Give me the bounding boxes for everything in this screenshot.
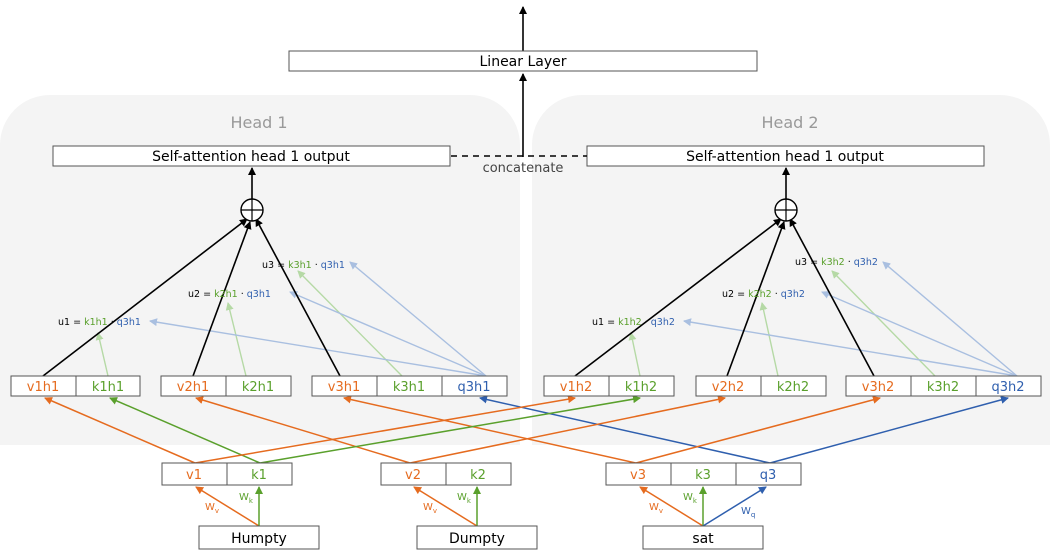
token-2-vectors: v2 k2 (380, 462, 512, 486)
h2-v3-sum-line (789, 218, 875, 377)
proj-v1-h1 (44, 397, 196, 464)
dumpty-wv-arrow (413, 486, 478, 527)
token-3-k-label: k3 (695, 468, 711, 483)
linear-layer-box (288, 50, 758, 72)
h2-score-u2: u2 = k2h2 · q3h2 (722, 289, 805, 300)
h1-q-u1-line (149, 318, 487, 377)
h1-k2-score-line (225, 302, 247, 377)
h2-v1-label: v1h2 (560, 380, 592, 395)
humpty-wk-label: Wk (239, 492, 254, 505)
linear-layer-label: Linear Layer (480, 54, 567, 70)
sat-wq-arrow (702, 486, 767, 527)
h2-v1-sum-line (574, 218, 782, 377)
token-1-k-label: k1 (251, 468, 267, 483)
h1-k3-label: k3h1 (393, 380, 425, 395)
proj-v3-h1 (343, 395, 637, 464)
h2-score-u3: u3 = k3h2 · q3h2 (795, 257, 878, 268)
h2-q3-label: q3h2 (991, 380, 1024, 395)
proj-v2-h2 (409, 395, 726, 464)
h1-k1-label: k1h1 (92, 380, 124, 395)
h2-k3-score-line (831, 270, 936, 377)
word-dumpty-box (416, 525, 538, 550)
h2-score-u1: u1 = k1h2 · q3h2 (592, 317, 675, 328)
head-1-output-box (52, 145, 451, 167)
token-2-k-label: k2 (470, 468, 486, 483)
dumpty-wk-label: Wk (457, 492, 472, 505)
h1-q-u2-line (289, 291, 487, 377)
h1-score-u3: u3 = k3h1 · q3h1 (262, 260, 345, 271)
h2-v3-label: v3h2 (862, 380, 894, 395)
head-1-title: Head 1 (230, 113, 287, 132)
sat-wv-label: Wv (649, 502, 663, 515)
token-3-q-label: q3 (760, 468, 777, 483)
h2-v2-label: v2h2 (712, 380, 744, 395)
sat-wk-label: Wk (683, 492, 698, 505)
proj-q3-h2 (769, 395, 1009, 464)
proj-v2-h1 (195, 396, 411, 464)
sat-wv-arrow (639, 486, 704, 527)
concatenate-label: concatenate (483, 161, 564, 176)
h1-k2-label: k2h1 (242, 380, 274, 395)
h1-q-u3-line (349, 261, 487, 377)
token-1-v-label: v1 (186, 468, 202, 483)
head-1-output-label: Self-attention head 1 output (152, 149, 350, 165)
head-2-panel (532, 95, 1050, 445)
h2-vector-row: v1h2 k1h2 v2h2 k2h2 v3h2 k3h2 q3h2 (543, 375, 1042, 397)
word-dumpty: Dumpty (449, 531, 505, 547)
h2-k1-score-line (628, 332, 641, 377)
head-2-output-label: Self-attention head 1 output (686, 149, 884, 165)
proj-k1-h1 (109, 397, 261, 464)
sat-wq-label: Wq (741, 506, 755, 519)
h1-score-u1: u1 = k1h1 · q3h1 (58, 317, 141, 328)
h1-v1-label: v1h1 (27, 380, 59, 395)
h1-score-u2: u2 = k2h1 · q3h1 (188, 289, 271, 300)
head-1-panel (0, 95, 520, 445)
h2-k1-label: k1h2 (625, 380, 657, 395)
h2-k2-score-line (759, 302, 779, 377)
proj-v1-h2 (194, 395, 576, 464)
h1-v2-sum-line (192, 221, 252, 377)
word-humpty: Humpty (231, 531, 287, 547)
proj-v3-h2 (635, 395, 881, 464)
dumpty-wv-label: Wv (423, 502, 437, 515)
h2-q-u1-line (683, 318, 1018, 377)
h2-k3-label: k3h2 (927, 380, 959, 395)
proj-k1-h2 (259, 395, 641, 464)
h1-v3-sum-line (255, 218, 341, 377)
h1-v1-sum-line (42, 218, 248, 377)
word-humpty-box (198, 525, 320, 550)
token-2-v-label: v2 (405, 468, 421, 483)
proj-q3-h1 (479, 395, 771, 464)
head-2-title: Head 2 (761, 113, 818, 132)
humpty-wv-label: Wv (205, 502, 219, 515)
h1-q3-label: q3h1 (457, 380, 490, 395)
token-3-vectors: v3 k3 q3 (605, 462, 802, 486)
h1-k1-score-line (95, 332, 109, 377)
h1-vector-row: v1h1 k1h1 v2h1 k2h1 v3h1 k3h1 q3h1 (10, 375, 508, 397)
h2-v2-sum-line (726, 221, 786, 377)
h1-v3-label: v3h1 (328, 380, 360, 395)
h2-q-u2-line (821, 291, 1018, 377)
humpty-wv-arrow (195, 486, 260, 527)
h1-v2-label: v2h1 (177, 380, 209, 395)
h2-q-u3-line (882, 261, 1018, 377)
token-3-v-label: v3 (630, 468, 646, 483)
word-sat-box (642, 525, 764, 550)
h2-k2-label: k2h2 (777, 380, 809, 395)
token-1-vectors: v1 k1 (161, 462, 293, 486)
h1-k3-score-line (297, 270, 403, 377)
word-sat: sat (692, 531, 714, 547)
